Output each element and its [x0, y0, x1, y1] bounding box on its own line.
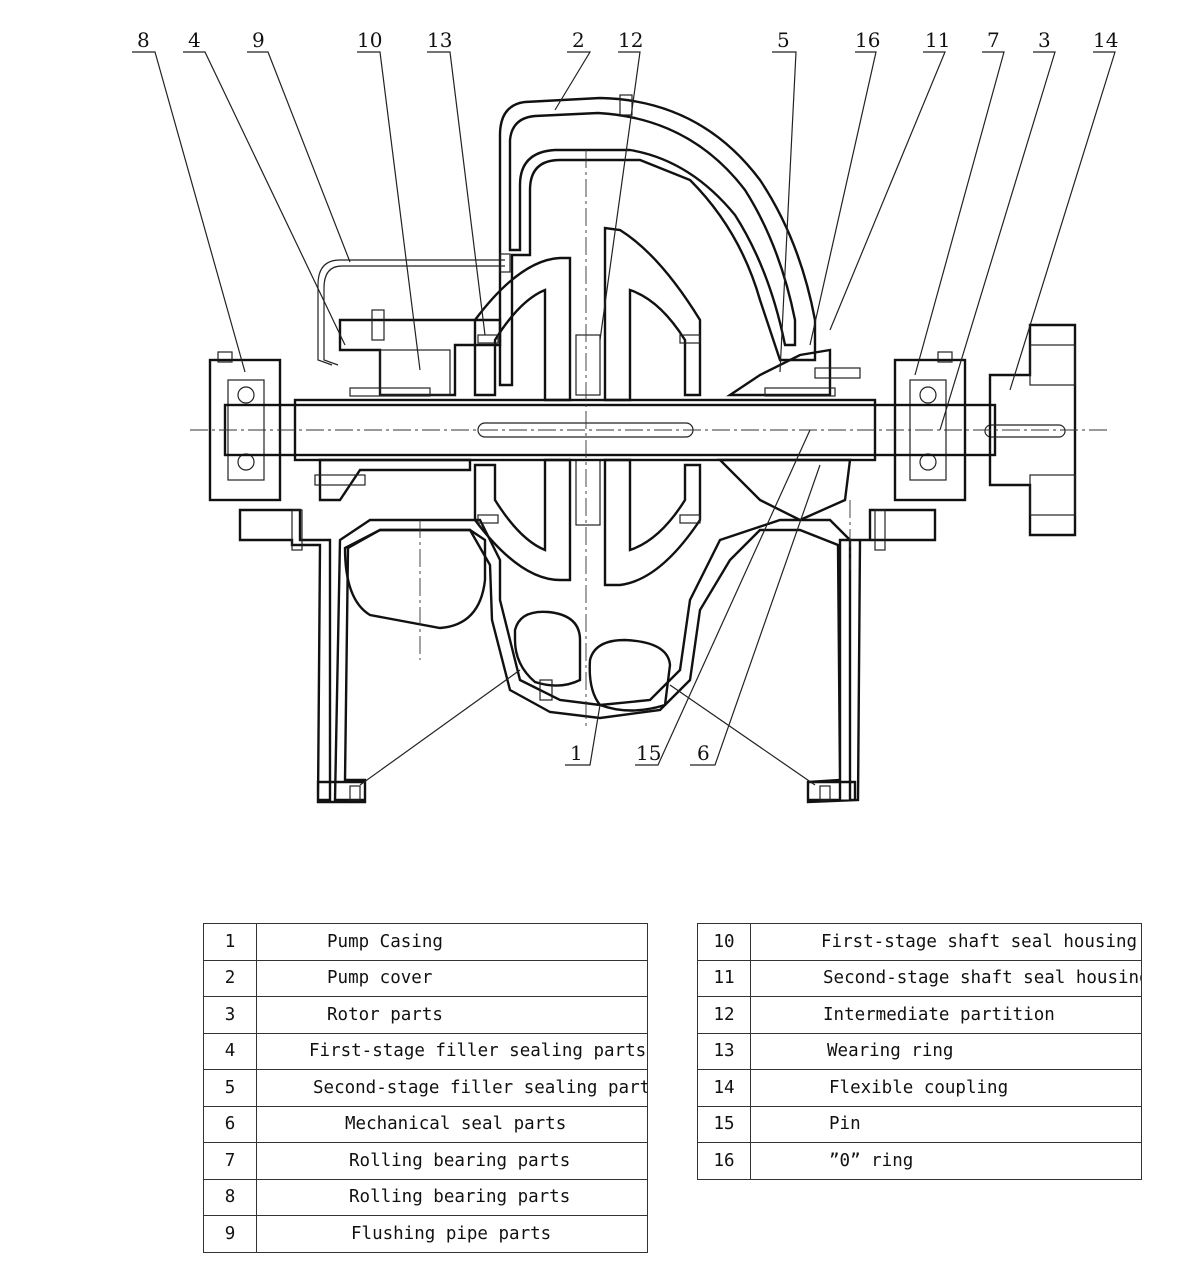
part-number: 12: [697, 996, 751, 1034]
part-number: 6: [203, 1105, 257, 1143]
part-name: ”0” ring: [750, 1142, 1142, 1180]
part-name: Pump cover: [256, 959, 648, 997]
callout-2: 2: [572, 28, 585, 52]
part-number: 8: [203, 1178, 257, 1216]
part-number: 7: [203, 1142, 257, 1180]
part-name: First-stage filler sealing parts: [256, 1032, 648, 1070]
pump-cover-shape: [498, 96, 817, 387]
callout-10: 10: [357, 28, 382, 52]
part-number: 16: [697, 1142, 751, 1180]
impeller-shapes: [473, 226, 702, 587]
callout-1: 1: [570, 741, 583, 765]
part-number: 13: [697, 1032, 751, 1070]
seal-housings: [318, 318, 852, 522]
part-name: Intermediate partition: [750, 996, 1142, 1034]
part-name: Second-stage shaft seal housing: [750, 959, 1142, 997]
callout-7: 7: [987, 28, 1000, 52]
part-name: Second-stage filler sealing parts: [256, 1069, 648, 1107]
part-number: 11: [697, 959, 751, 997]
part-name: Rolling bearing parts: [256, 1178, 648, 1216]
part-name: Pin: [750, 1105, 1142, 1143]
pump-cross-section-drawing: 8 4 9 10 13 2 12 5 16 11 7 3 14 1 15 6: [132, 28, 1118, 804]
part-name: Flexible coupling: [750, 1069, 1142, 1107]
callout-12: 12: [618, 28, 643, 52]
callout-labels: 8 4 9 10 13 2 12 5 16 11 7 3 14 1 15 6: [137, 28, 1118, 765]
callout-5: 5: [777, 28, 790, 52]
callout-11: 11: [925, 28, 950, 52]
part-number: 14: [697, 1069, 751, 1107]
part-number: 15: [697, 1105, 751, 1143]
table-row: 16”0” ring: [697, 1142, 1142, 1180]
part-name: Mechanical seal parts: [256, 1105, 648, 1143]
bolts: [217, 94, 953, 801]
part-name: Wearing ring: [750, 1032, 1142, 1070]
callout-9: 9: [252, 28, 265, 52]
part-name: Pump Casing: [256, 923, 648, 961]
callout-4: 4: [188, 28, 201, 52]
part-name: Rolling bearing parts: [256, 1142, 648, 1180]
part-number: 5: [203, 1069, 257, 1107]
center-lines: [190, 150, 1110, 730]
callout-13: 13: [427, 28, 452, 52]
leader-lines: [132, 51, 1116, 786]
callout-15: 15: [636, 741, 661, 765]
callout-6: 6: [697, 741, 710, 765]
pump-casing-shape: [238, 508, 937, 804]
part-number: 10: [697, 923, 751, 961]
callout-14: 14: [1093, 28, 1118, 52]
part-name: Rotor parts: [256, 996, 648, 1034]
part-name: Flushing pipe parts: [256, 1215, 648, 1253]
part-name: First-stage shaft seal housing: [750, 923, 1142, 961]
callout-3: 3: [1038, 28, 1051, 52]
part-number: 2: [203, 959, 257, 997]
callout-16: 16: [855, 28, 880, 52]
part-number: 1: [203, 923, 257, 961]
part-number: 4: [203, 1032, 257, 1070]
flushing-pipe: [317, 253, 511, 366]
part-number: 3: [203, 996, 257, 1034]
part-number: 9: [203, 1215, 257, 1253]
coupling-shape: [988, 323, 1077, 537]
callout-8: 8: [137, 28, 150, 52]
